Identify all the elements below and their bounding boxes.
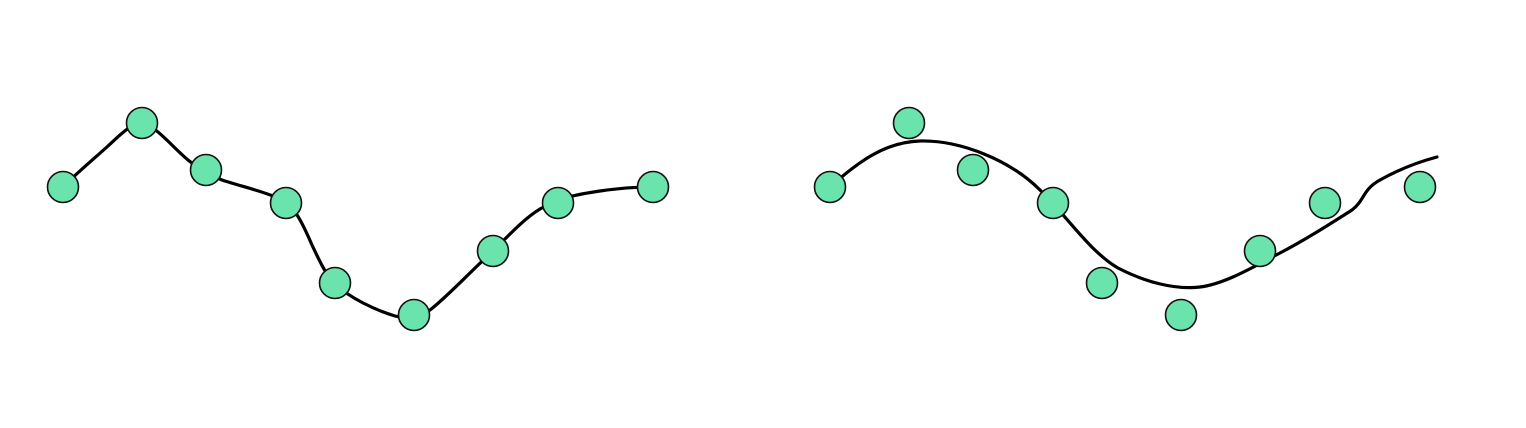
- interpolation-data-point: [476, 234, 510, 268]
- regression-data-point: [1308, 186, 1342, 220]
- regression-data-point: [813, 170, 847, 204]
- interpolation-data-point: [269, 186, 303, 220]
- regression-data-point: [1036, 186, 1070, 220]
- regression-data-point: [1403, 170, 1437, 204]
- regression-data-point: [1164, 298, 1198, 332]
- regression-data-point: [1085, 266, 1119, 300]
- interpolation-data-point: [397, 298, 431, 332]
- regression-curve: [828, 139, 1439, 290]
- left-panel-interpolation: [46, 106, 670, 332]
- interpolation-data-point: [46, 170, 80, 204]
- regression-data-point: [892, 106, 926, 140]
- interpolation-data-point: [636, 170, 670, 204]
- interpolating-curve: [61, 122, 655, 320]
- right-data-points: [813, 106, 1437, 332]
- interpolation-data-point: [189, 153, 223, 187]
- interpolation-data-point: [541, 186, 575, 220]
- interpolation-data-point: [125, 106, 159, 140]
- regression-data-point: [1243, 234, 1277, 268]
- left-data-points: [46, 106, 670, 332]
- right-panel-regression: [813, 106, 1439, 332]
- interpolation-data-point: [318, 266, 352, 300]
- regression-data-point: [956, 153, 990, 187]
